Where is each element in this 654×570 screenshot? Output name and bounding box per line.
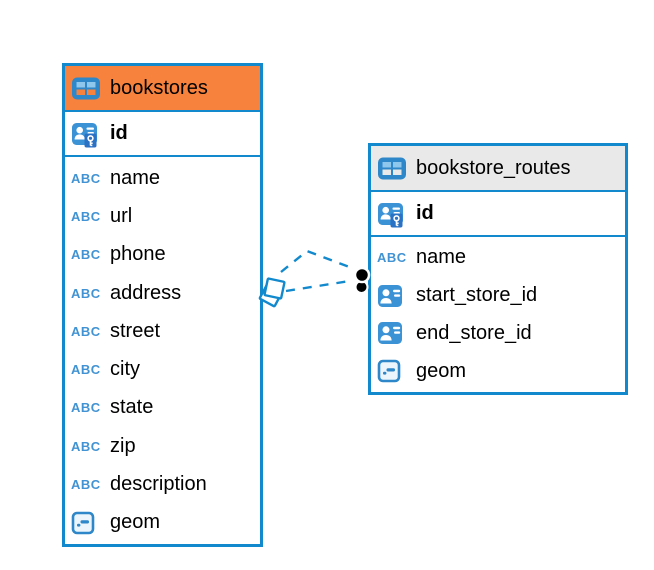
primary-key-row[interactable]: id bbox=[371, 192, 625, 237]
relationship-line-2[interactable] bbox=[285, 279, 351, 293]
table-title: bookstore_routes bbox=[416, 156, 571, 179]
table-bookstore-routes[interactable]: bookstore_routes id A bbox=[368, 143, 628, 395]
text-type-icon: ABC bbox=[71, 323, 101, 339]
text-type-icon: ABC bbox=[71, 170, 101, 186]
text-type-icon: ABC bbox=[71, 438, 101, 454]
geometry-type-icon bbox=[377, 359, 409, 383]
column-row-state[interactable]: ABC state bbox=[65, 389, 260, 427]
column-row-end_store_id[interactable]: end_store_id bbox=[371, 315, 625, 353]
primary-key-row[interactable]: id bbox=[65, 112, 260, 157]
relationship-line-1[interactable] bbox=[280, 249, 353, 273]
column-row-description[interactable]: ABC description bbox=[65, 465, 260, 503]
geometry-type-icon bbox=[71, 511, 103, 535]
column-name: end_store_id bbox=[416, 321, 532, 344]
table-icon bbox=[71, 76, 103, 101]
column-list: ABC name ABC url ABC phone ABC address A… bbox=[65, 157, 260, 544]
text-type-icon: ABC bbox=[71, 400, 101, 416]
table-icon bbox=[377, 156, 409, 181]
column-name: geom bbox=[110, 511, 161, 534]
column-row-city[interactable]: ABC city bbox=[65, 350, 260, 388]
text-type-icon: ABC bbox=[71, 208, 101, 224]
text-type-icon: ABC bbox=[71, 247, 101, 263]
relationship-lines[interactable] bbox=[280, 249, 353, 293]
relationship-source-marker-diamonds[interactable] bbox=[258, 277, 286, 308]
primary-key-name: id bbox=[110, 122, 128, 144]
column-row-start_store_id[interactable]: start_store_id bbox=[371, 277, 625, 315]
column-row-url[interactable]: ABC url bbox=[65, 197, 260, 235]
column-name: city bbox=[110, 358, 140, 381]
column-list: ABC name start_store_id bbox=[371, 237, 625, 392]
table-title: bookstores bbox=[110, 76, 208, 99]
column-name: phone bbox=[110, 243, 166, 266]
relationship-target-marker-dots[interactable] bbox=[353, 266, 371, 294]
table-header[interactable]: bookstore_routes bbox=[371, 146, 625, 192]
column-name: description bbox=[110, 473, 207, 496]
text-type-icon: ABC bbox=[71, 477, 101, 493]
column-row-name[interactable]: ABC name bbox=[65, 159, 260, 197]
primary-key-name: id bbox=[416, 202, 434, 224]
column-row-zip[interactable]: ABC zip bbox=[65, 427, 260, 465]
column-name: address bbox=[110, 281, 182, 304]
text-type-icon: ABC bbox=[71, 285, 101, 301]
primary-key-icon bbox=[71, 120, 103, 148]
column-name: street bbox=[110, 319, 161, 342]
table-header[interactable]: bookstores bbox=[65, 66, 260, 112]
column-row-geom[interactable]: geom bbox=[65, 504, 260, 542]
text-type-icon: ABC bbox=[71, 362, 101, 378]
foreign-key-icon bbox=[377, 320, 409, 346]
column-name: start_store_id bbox=[416, 284, 538, 307]
column-name: zip bbox=[110, 434, 136, 457]
column-row-phone[interactable]: ABC phone bbox=[65, 236, 260, 274]
column-row-geom[interactable]: geom bbox=[371, 352, 625, 390]
column-name: geom bbox=[416, 359, 467, 382]
column-name: name bbox=[416, 246, 467, 269]
column-name: state bbox=[110, 396, 154, 419]
primary-key-icon bbox=[377, 200, 409, 228]
column-row-address[interactable]: ABC address bbox=[65, 274, 260, 312]
foreign-key-icon bbox=[377, 283, 409, 309]
column-row-name[interactable]: ABC name bbox=[371, 239, 625, 277]
column-name: name bbox=[110, 166, 161, 189]
text-type-icon: ABC bbox=[377, 250, 407, 266]
table-bookstores[interactable]: bookstores id ABC bbox=[62, 63, 263, 547]
column-name: url bbox=[110, 204, 133, 227]
column-row-street[interactable]: ABC street bbox=[65, 312, 260, 350]
